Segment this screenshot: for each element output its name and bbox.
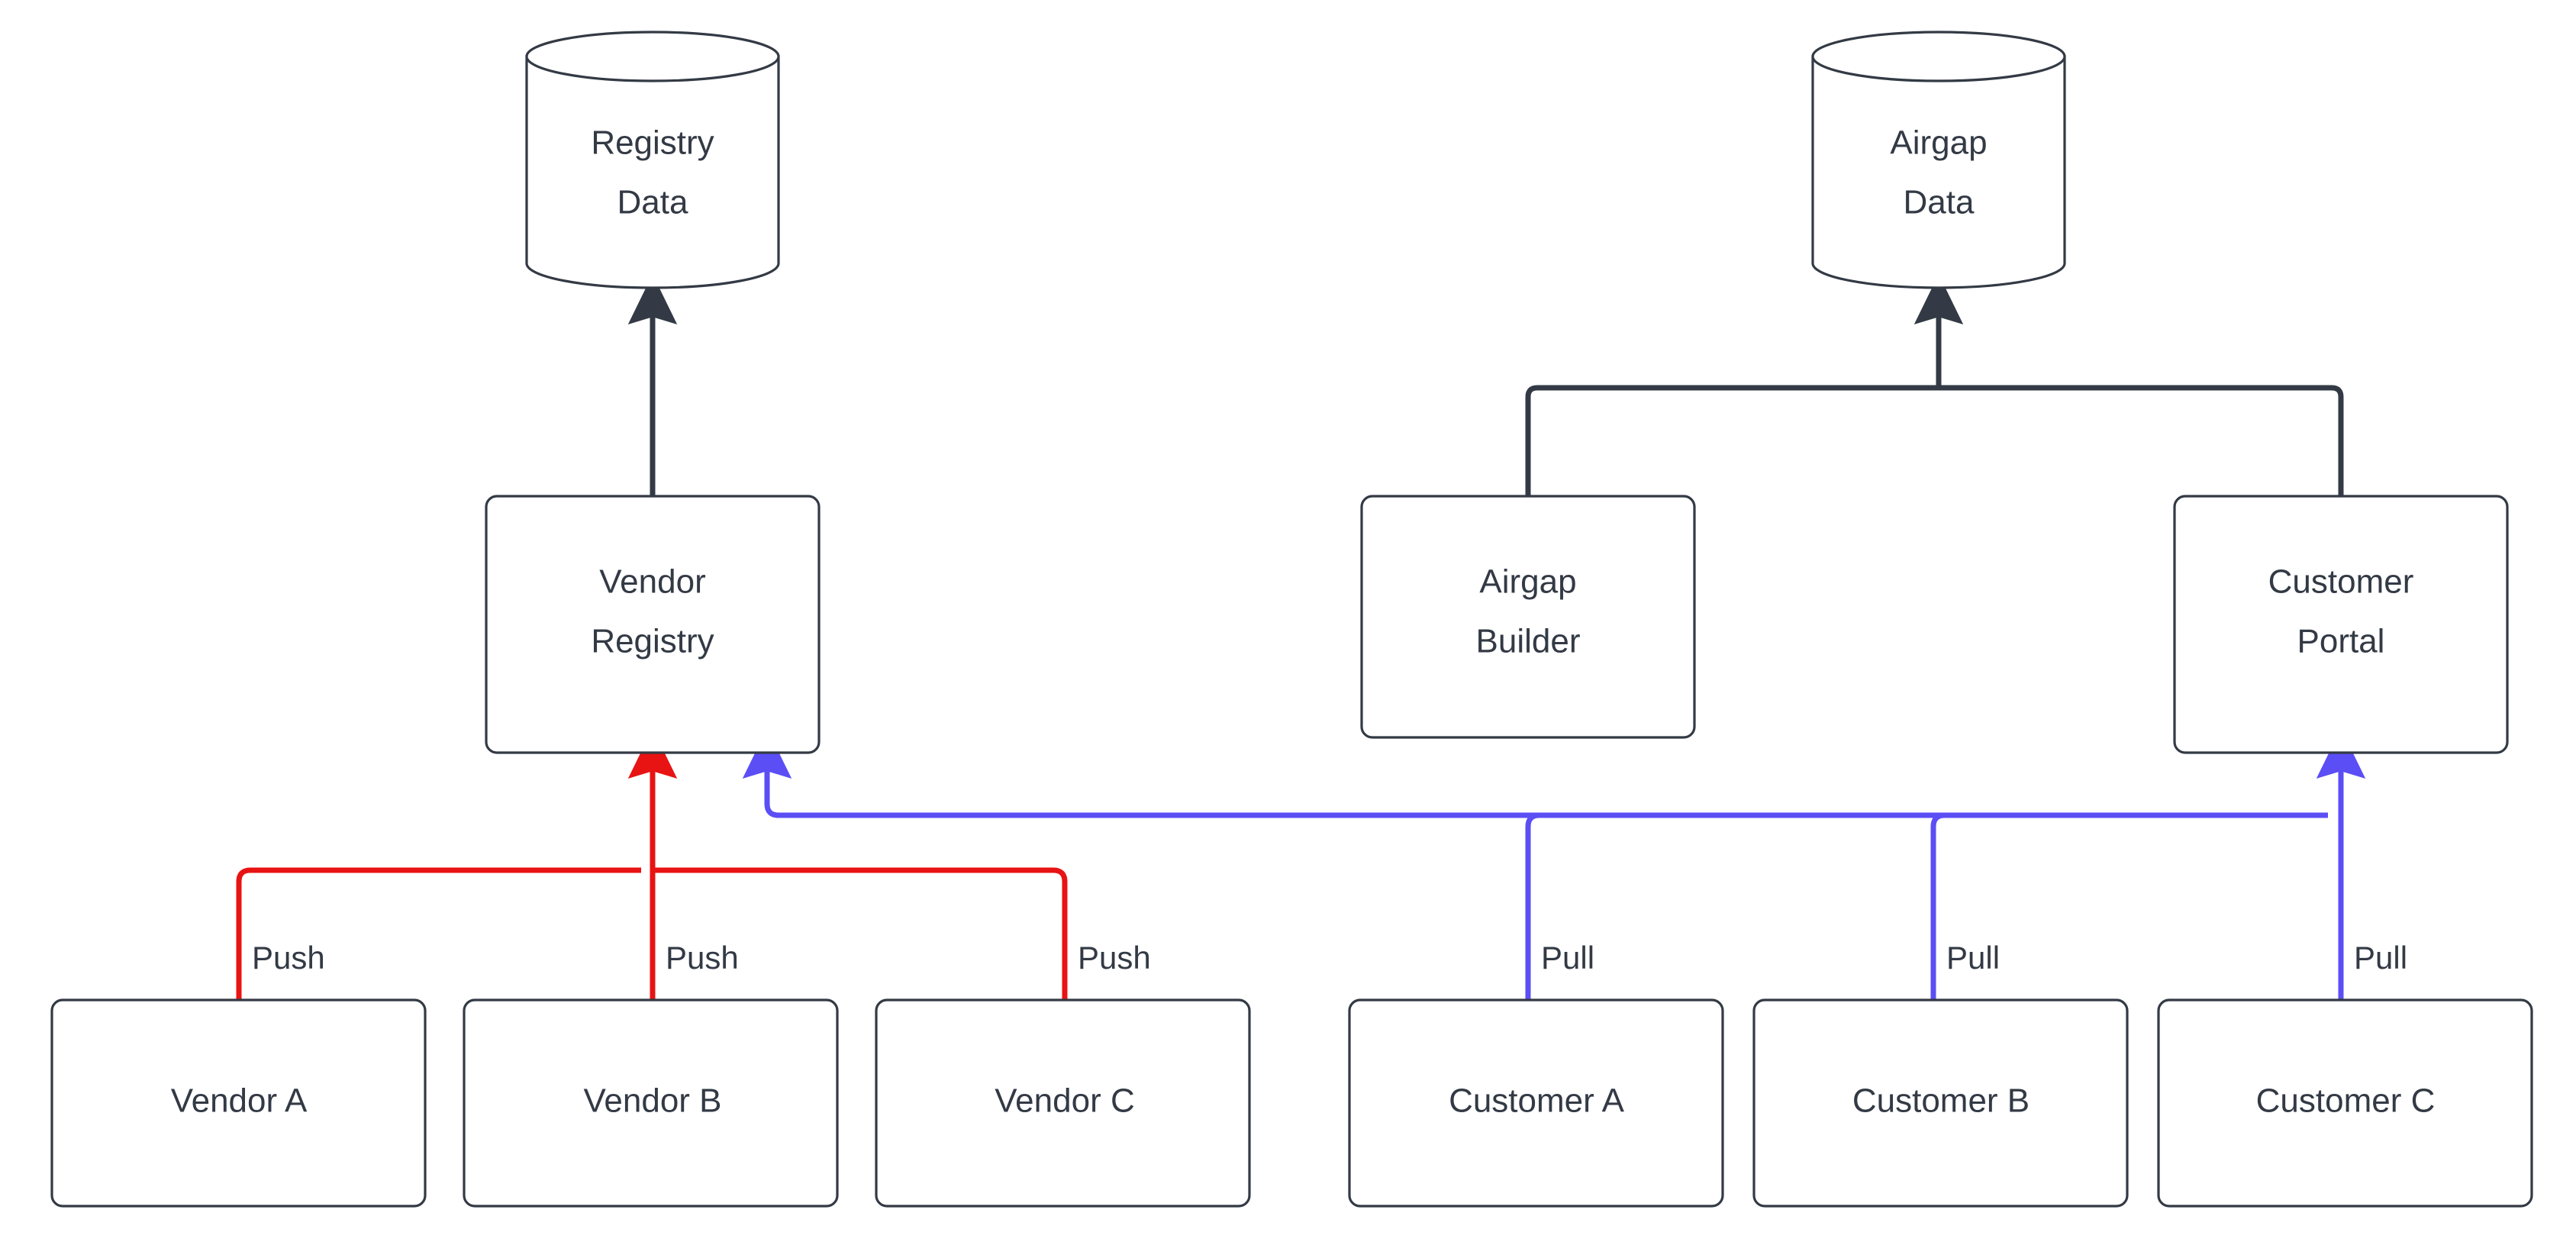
customer-b-label: Customer B: [1852, 1082, 2030, 1120]
node-vendor-c[interactable]: Vendor C: [875, 998, 1251, 1208]
airgap-builder-label-line1: Airgap: [1479, 563, 1576, 601]
vendor-c-rect: [875, 998, 1251, 1208]
node-registry-data[interactable]: Registry Data: [525, 31, 780, 289]
customer-a-rect: [1348, 998, 1724, 1208]
node-airgap-builder[interactable]: Airgap Builder: [1360, 495, 1696, 739]
vendor-registry-rect: [485, 495, 821, 754]
edge-vendor-a-push: [236, 867, 641, 1000]
registry-data-cylinder-top: [525, 31, 780, 82]
vendor-b-rect: [463, 998, 839, 1208]
edge-label-push-a: Push: [252, 940, 325, 976]
pull-edges: [742, 728, 2366, 1000]
node-customer-b[interactable]: Customer B: [1752, 998, 2129, 1208]
airgap-builder-rect: [1360, 495, 1696, 739]
customer-portal-label-line2: Portal: [2297, 623, 2385, 660]
vendor-a-label: Vendor A: [171, 1082, 308, 1120]
edge-pull-bus-to-vendor-registry: [742, 728, 2328, 818]
customer-portal-label-line1: Customer: [2268, 563, 2414, 601]
customer-a-label: Customer A: [1449, 1082, 1625, 1120]
edge-customer-portal-to-airgap-data: [1939, 385, 2344, 496]
edge-label-pull-c: Pull: [2354, 940, 2407, 976]
airgap-data-cylinder-body: [1811, 55, 2066, 289]
edge-label-push-b: Push: [666, 940, 739, 976]
vendor-a-rect: [50, 998, 427, 1208]
edge-label-push-c: Push: [1078, 940, 1151, 976]
airgap-data-label-line1: Airgap: [1890, 124, 1987, 162]
airgap-data-label-line2: Data: [1904, 184, 1975, 221]
node-customer-a[interactable]: Customer A: [1348, 998, 1724, 1208]
node-airgap-data[interactable]: Airgap Data: [1811, 31, 2066, 289]
registry-data-label-line1: Registry: [591, 124, 714, 162]
node-customer-portal[interactable]: Customer Portal: [2173, 495, 2509, 754]
push-edges: [236, 728, 1068, 1000]
customer-c-rect: [2157, 998, 2533, 1208]
airgap-data-cylinder-top: [1811, 31, 2066, 82]
registry-data-cylinder-body: [525, 55, 780, 289]
customer-c-label: Customer C: [2256, 1082, 2436, 1120]
airgap-builder-label-line2: Builder: [1476, 623, 1581, 660]
vendor-b-label: Vendor B: [583, 1082, 721, 1120]
customer-portal-rect: [2173, 495, 2509, 754]
vendor-registry-label-line1: Vendor: [599, 563, 705, 601]
edge-airgap-builder-to-airgap-data: [1525, 385, 1939, 496]
customer-b-rect: [1752, 998, 2129, 1208]
edges-layer: [236, 274, 2366, 1000]
node-customer-c[interactable]: Customer C: [2157, 998, 2533, 1208]
edge-label-pull-b: Pull: [1946, 940, 2000, 976]
node-vendor-registry[interactable]: Vendor Registry: [485, 495, 821, 754]
vendor-c-label: Vendor C: [995, 1082, 1134, 1120]
node-vendor-a[interactable]: Vendor A: [50, 998, 427, 1208]
edge-label-pull-a: Pull: [1541, 940, 1594, 976]
edge-vendor-c-push: [653, 867, 1068, 1000]
node-vendor-b[interactable]: Vendor B: [463, 998, 839, 1208]
nodes-layer: Registry Data Airgap Data Vendor Registr…: [50, 31, 2533, 1208]
vendor-registry-label-line2: Registry: [591, 623, 714, 660]
edge-labels-layer: Push Push Push Pull Pull Pull: [252, 940, 2407, 976]
edge-customer-a-pull: [1525, 812, 2328, 1000]
registry-data-label-line2: Data: [617, 184, 688, 221]
